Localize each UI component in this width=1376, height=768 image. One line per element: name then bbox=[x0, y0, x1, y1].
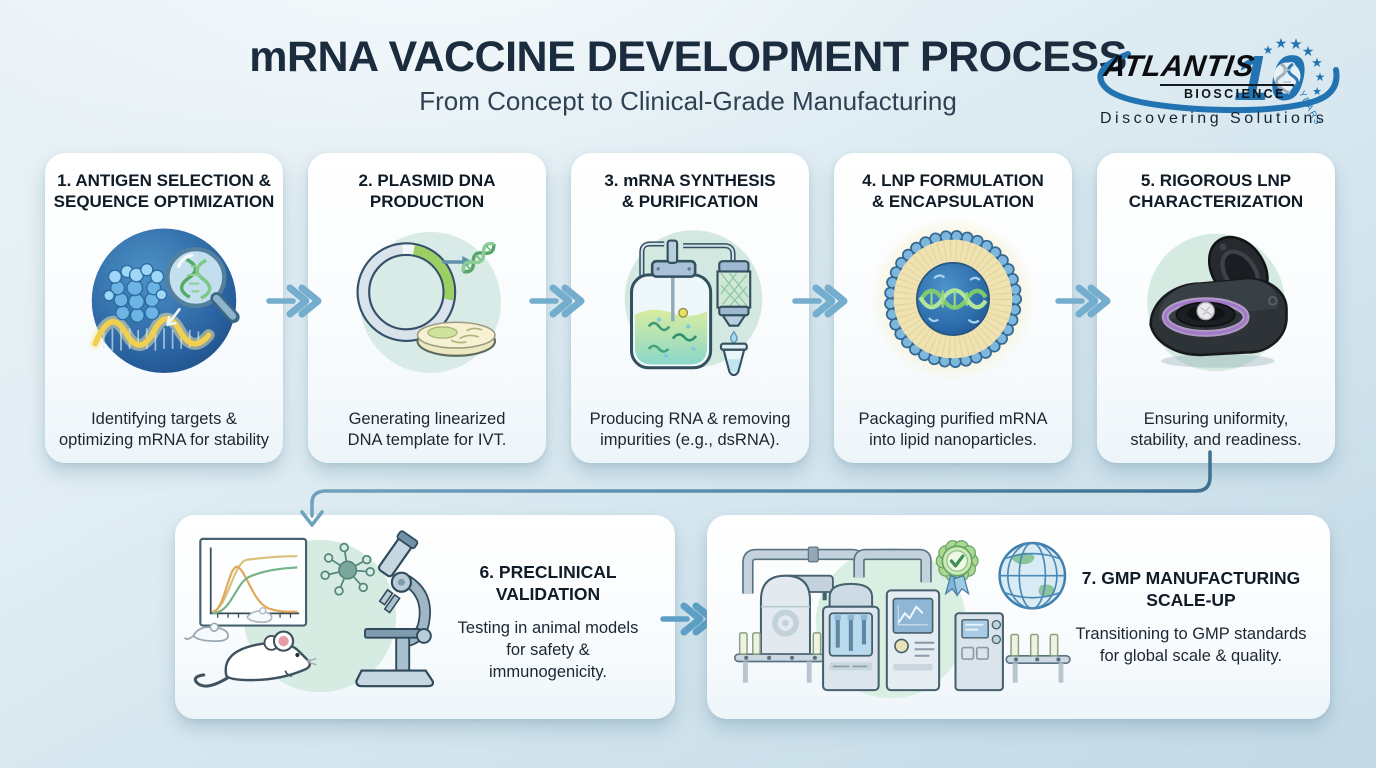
dna-helix-icon bbox=[1275, 62, 1299, 95]
star-icon: ★ ★ ★ ★ ★ ★ ★ ★ ★ bbox=[1254, 35, 1326, 109]
title-line: 7. GMP MANUFACTURING bbox=[1081, 568, 1301, 588]
step-card-3: 3. mRNA SYNTHESIS & PURIFICATION bbox=[571, 153, 809, 463]
bioreactor-purification-icon bbox=[604, 213, 776, 390]
step-5-caption: Ensuring uniformity, stability, and read… bbox=[1097, 409, 1335, 451]
step-1-caption: Identifying targets & optimizing mRNA fo… bbox=[45, 409, 283, 451]
mouse-microscope-icon bbox=[183, 525, 443, 712]
step-3-title: 3. mRNA SYNTHESIS & PURIFICATION bbox=[577, 170, 803, 212]
logo-art: 10 ★ ★ ★ ★ ★ ★ ★ ★ ★ YEARS bbox=[1097, 35, 1340, 127]
svg-text:★: ★ bbox=[1311, 55, 1323, 70]
caption-line: Generating linearized bbox=[348, 410, 506, 428]
caption-line: Transitioning to GMP standards bbox=[1075, 625, 1307, 643]
page-title: mRNA VACCINE DEVELOPMENT PROCESS bbox=[249, 33, 1127, 81]
title-line: 2. PLASMID DNA bbox=[358, 171, 496, 190]
step-6-caption: Testing in animal models for safety & im… bbox=[437, 617, 659, 683]
flow-arrow-icon bbox=[529, 284, 585, 318]
atlantis-bioscience-10-years-logo: 10 ★ ★ ★ ★ ★ ★ ★ ★ ★ YEARS ATLANTIS BIOS… bbox=[1094, 10, 1366, 134]
step-2-title: 2. PLASMID DNA PRODUCTION bbox=[314, 170, 540, 212]
caption-line: Ensuring uniformity, bbox=[1143, 410, 1289, 428]
plasmid-dna-icon bbox=[341, 213, 513, 390]
logo-rule bbox=[1160, 84, 1294, 86]
svg-text:★: ★ bbox=[1289, 36, 1302, 53]
title-line: 1. ANTIGEN SELECTION & bbox=[57, 171, 271, 190]
step-2-caption: Generating linearized DNA template for I… bbox=[308, 409, 546, 451]
flow-arrow-icon bbox=[1055, 284, 1111, 318]
step-6-text: 6. PRECLINICAL VALIDATION Testing in ani… bbox=[437, 561, 659, 683]
title-line: 3. mRNA SYNTHESIS bbox=[604, 171, 776, 190]
caption-line: Packaging purified mRNA bbox=[858, 410, 1048, 428]
caption-line: for safety & bbox=[506, 641, 590, 659]
svg-text:★: ★ bbox=[1315, 70, 1326, 84]
page-subtitle: From Concept to Clinical-Grade Manufactu… bbox=[419, 86, 957, 116]
logo-tagline: Discovering Solutions bbox=[1100, 110, 1328, 127]
step-4-title: 4. LNP FORMULATION & ENCAPSULATION bbox=[840, 170, 1066, 212]
svg-text:★: ★ bbox=[1302, 43, 1315, 59]
particle-analyzer-icon bbox=[1130, 213, 1302, 390]
step-6-title: 6. PRECLINICAL VALIDATION bbox=[437, 561, 659, 605]
logo-swoosh bbox=[1097, 51, 1340, 114]
step-card-1: 1. ANTIGEN SELECTION & SEQUENCE OPTIMIZA… bbox=[45, 153, 283, 463]
flow-arrow-icon bbox=[266, 284, 322, 318]
title-line: CHARACTERIZATION bbox=[1128, 192, 1304, 211]
caption-line: Testing in animal models bbox=[457, 619, 639, 637]
caption-line: Identifying targets & bbox=[91, 410, 237, 428]
caption-line: impurities (e.g., dsRNA). bbox=[600, 431, 780, 449]
caption-line: for global scale & quality. bbox=[1099, 647, 1283, 665]
caption-line: Producing RNA & removing bbox=[589, 410, 791, 428]
caption-line: DNA template for IVT. bbox=[347, 431, 507, 449]
logo-division: BIOSCIENCE bbox=[1184, 87, 1286, 101]
step-card-4: 4. LNP FORMULATION & ENCAPSULATION Packa… bbox=[834, 153, 1072, 463]
step-7-title: 7. GMP MANUFACTURING SCALE-UP bbox=[1063, 567, 1319, 611]
title-line: VALIDATION bbox=[495, 584, 601, 604]
title-line: PRODUCTION bbox=[369, 192, 485, 211]
title-line: & PURIFICATION bbox=[621, 192, 759, 211]
step-4-caption: Packaging purified mRNA into lipid nanop… bbox=[834, 409, 1072, 451]
caption-line: immunogenicity. bbox=[489, 663, 607, 681]
title-line: SEQUENCE OPTIMIZATION bbox=[53, 192, 275, 211]
caption-line: into lipid nanoparticles. bbox=[869, 431, 1037, 449]
svg-text:★: ★ bbox=[1312, 86, 1322, 98]
globe-icon bbox=[998, 541, 1067, 610]
flow-arrow-icon bbox=[792, 284, 848, 318]
antigen-selection-icon bbox=[78, 213, 250, 390]
step-3-caption: Producing RNA & removing impurities (e.g… bbox=[571, 409, 809, 451]
title-line: & ENCAPSULATION bbox=[871, 192, 1035, 211]
caption-line: stability, and readiness. bbox=[1130, 431, 1302, 449]
step-card-6: 6. PRECLINICAL VALIDATION Testing in ani… bbox=[175, 515, 675, 719]
lipid-nanoparticle-icon bbox=[867, 213, 1039, 390]
step-7-text: 7. GMP MANUFACTURING SCALE-UP Transition… bbox=[1063, 567, 1319, 667]
caption-line: optimizing mRNA for stability bbox=[59, 431, 269, 449]
step-1-title: 1. ANTIGEN SELECTION & SEQUENCE OPTIMIZA… bbox=[51, 170, 277, 212]
svg-text:★: ★ bbox=[1304, 98, 1313, 109]
step-card-5: 5. RIGOROUS LNP CHARACTERIZATION Ensurin… bbox=[1097, 153, 1335, 463]
step-card-2: 2. PLASMID DNA PRODUCTION Generating lin… bbox=[308, 153, 546, 463]
step-7-caption: Transitioning to GMP standards for globa… bbox=[1063, 623, 1319, 667]
title-line: 6. PRECLINICAL bbox=[479, 562, 617, 582]
svg-text:★: ★ bbox=[1254, 57, 1263, 68]
title-line: SCALE-UP bbox=[1146, 590, 1236, 610]
step-card-7: 7. GMP MANUFACTURING SCALE-UP Transition… bbox=[707, 515, 1330, 719]
manufacturing-line-icon bbox=[715, 525, 1075, 718]
svg-text:★: ★ bbox=[1263, 43, 1274, 57]
dna-ring bbox=[1273, 62, 1301, 90]
title-line: 5. RIGOROUS LNP bbox=[1140, 171, 1292, 190]
step-5-title: 5. RIGOROUS LNP CHARACTERIZATION bbox=[1103, 170, 1329, 212]
logo-brand: ATLANTIS bbox=[1101, 50, 1257, 83]
title-line: 4. LNP FORMULATION bbox=[862, 171, 1044, 190]
svg-text:★: ★ bbox=[1275, 35, 1288, 51]
